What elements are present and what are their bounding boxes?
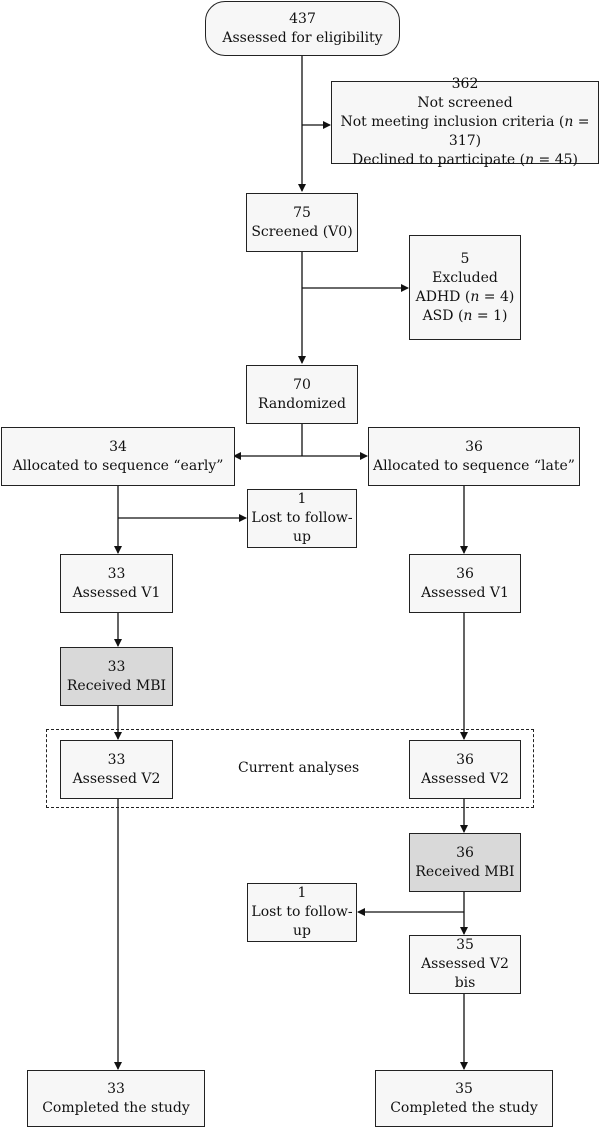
count: 33: [107, 1080, 125, 1097]
current-analyses-frame: [46, 729, 534, 808]
label: Not screened: [417, 95, 513, 111]
label: Lost to follow-up: [251, 904, 353, 939]
label: Assessed V1: [72, 584, 161, 601]
count: 1: [297, 885, 307, 901]
node-lost-late: 1 Lost to follow-up: [247, 883, 357, 942]
node-lost-early: 1 Lost to follow-up: [247, 489, 357, 548]
label: Randomized: [258, 395, 346, 412]
count: 36: [456, 751, 474, 768]
node-early-completed: 33 Completed the study: [27, 1070, 205, 1127]
label: Assessed V2 bis: [421, 956, 509, 991]
count: 33: [107, 751, 126, 768]
current-analyses-label: Current analyses: [238, 760, 360, 776]
node-late-assessed-v1: 36 Assessed V1: [409, 554, 521, 613]
count: 33: [107, 658, 126, 675]
label: Completed the study: [42, 1099, 190, 1116]
node-excluded: 5 Excluded ADHD (n = 4) ASD (n = 1): [409, 235, 521, 340]
count: 75: [293, 204, 311, 221]
label: Assessed V2: [72, 770, 161, 787]
count: 34: [109, 438, 127, 455]
label: Allocated to sequence “late”: [373, 457, 575, 474]
node-late-completed: 35 Completed the study: [375, 1070, 553, 1127]
label: Received MBI: [66, 677, 167, 694]
count: 35: [455, 1080, 473, 1097]
criteria-line: Not meeting inclusion criteria (n = 317): [340, 114, 590, 149]
node-late-received-mbi: 36 Received MBI: [409, 833, 521, 892]
label: Assessed V1: [421, 584, 509, 601]
label: Assessed V2: [421, 770, 509, 787]
label: Completed the study: [390, 1099, 538, 1116]
count: 70: [293, 376, 311, 393]
node-early-assessed-v1: 33 Assessed V1: [60, 554, 173, 613]
node-early-received-mbi: 33 Received MBI: [60, 647, 173, 706]
declined-line: Declined to participate (n = 45): [351, 152, 579, 168]
node-screened: 75 Screened (V0): [246, 193, 358, 252]
adhd-line: ADHD (n = 4): [415, 288, 515, 305]
count: 5: [460, 250, 470, 267]
node-assessed-for-eligibility: 437 Assessed for eligibility: [205, 1, 400, 56]
count: 36: [456, 844, 474, 861]
count: 36: [456, 565, 474, 582]
node-late-assessed-v2-bis: 35 Assessed V2 bis: [409, 935, 521, 994]
label: Received MBI: [415, 863, 515, 880]
node-not-screened: 362 Not screened Not meeting inclusion c…: [331, 76, 599, 168]
label: Assessed for eligibility: [222, 29, 383, 46]
asd-line: ASD (n = 1): [422, 307, 508, 324]
node-early-assessed-v2: 33 Assessed V2: [60, 740, 173, 799]
count: 33: [107, 565, 126, 582]
node-allocated-late: 36 Allocated to sequence “late”: [368, 427, 580, 486]
label: Lost to follow-up: [251, 510, 353, 545]
node-randomized: 70 Randomized: [246, 365, 358, 424]
count: 35: [456, 937, 474, 953]
node-allocated-early: 34 Allocated to sequence “early”: [1, 427, 235, 486]
label: Allocated to sequence “early”: [12, 457, 224, 474]
count: 36: [465, 438, 483, 455]
count: 437: [289, 10, 316, 27]
count: 362: [451, 76, 479, 92]
label: Excluded: [432, 269, 498, 286]
count: 1: [297, 491, 307, 507]
node-late-assessed-v2: 36 Assessed V2: [409, 740, 521, 799]
label: Screened (V0): [251, 223, 353, 240]
